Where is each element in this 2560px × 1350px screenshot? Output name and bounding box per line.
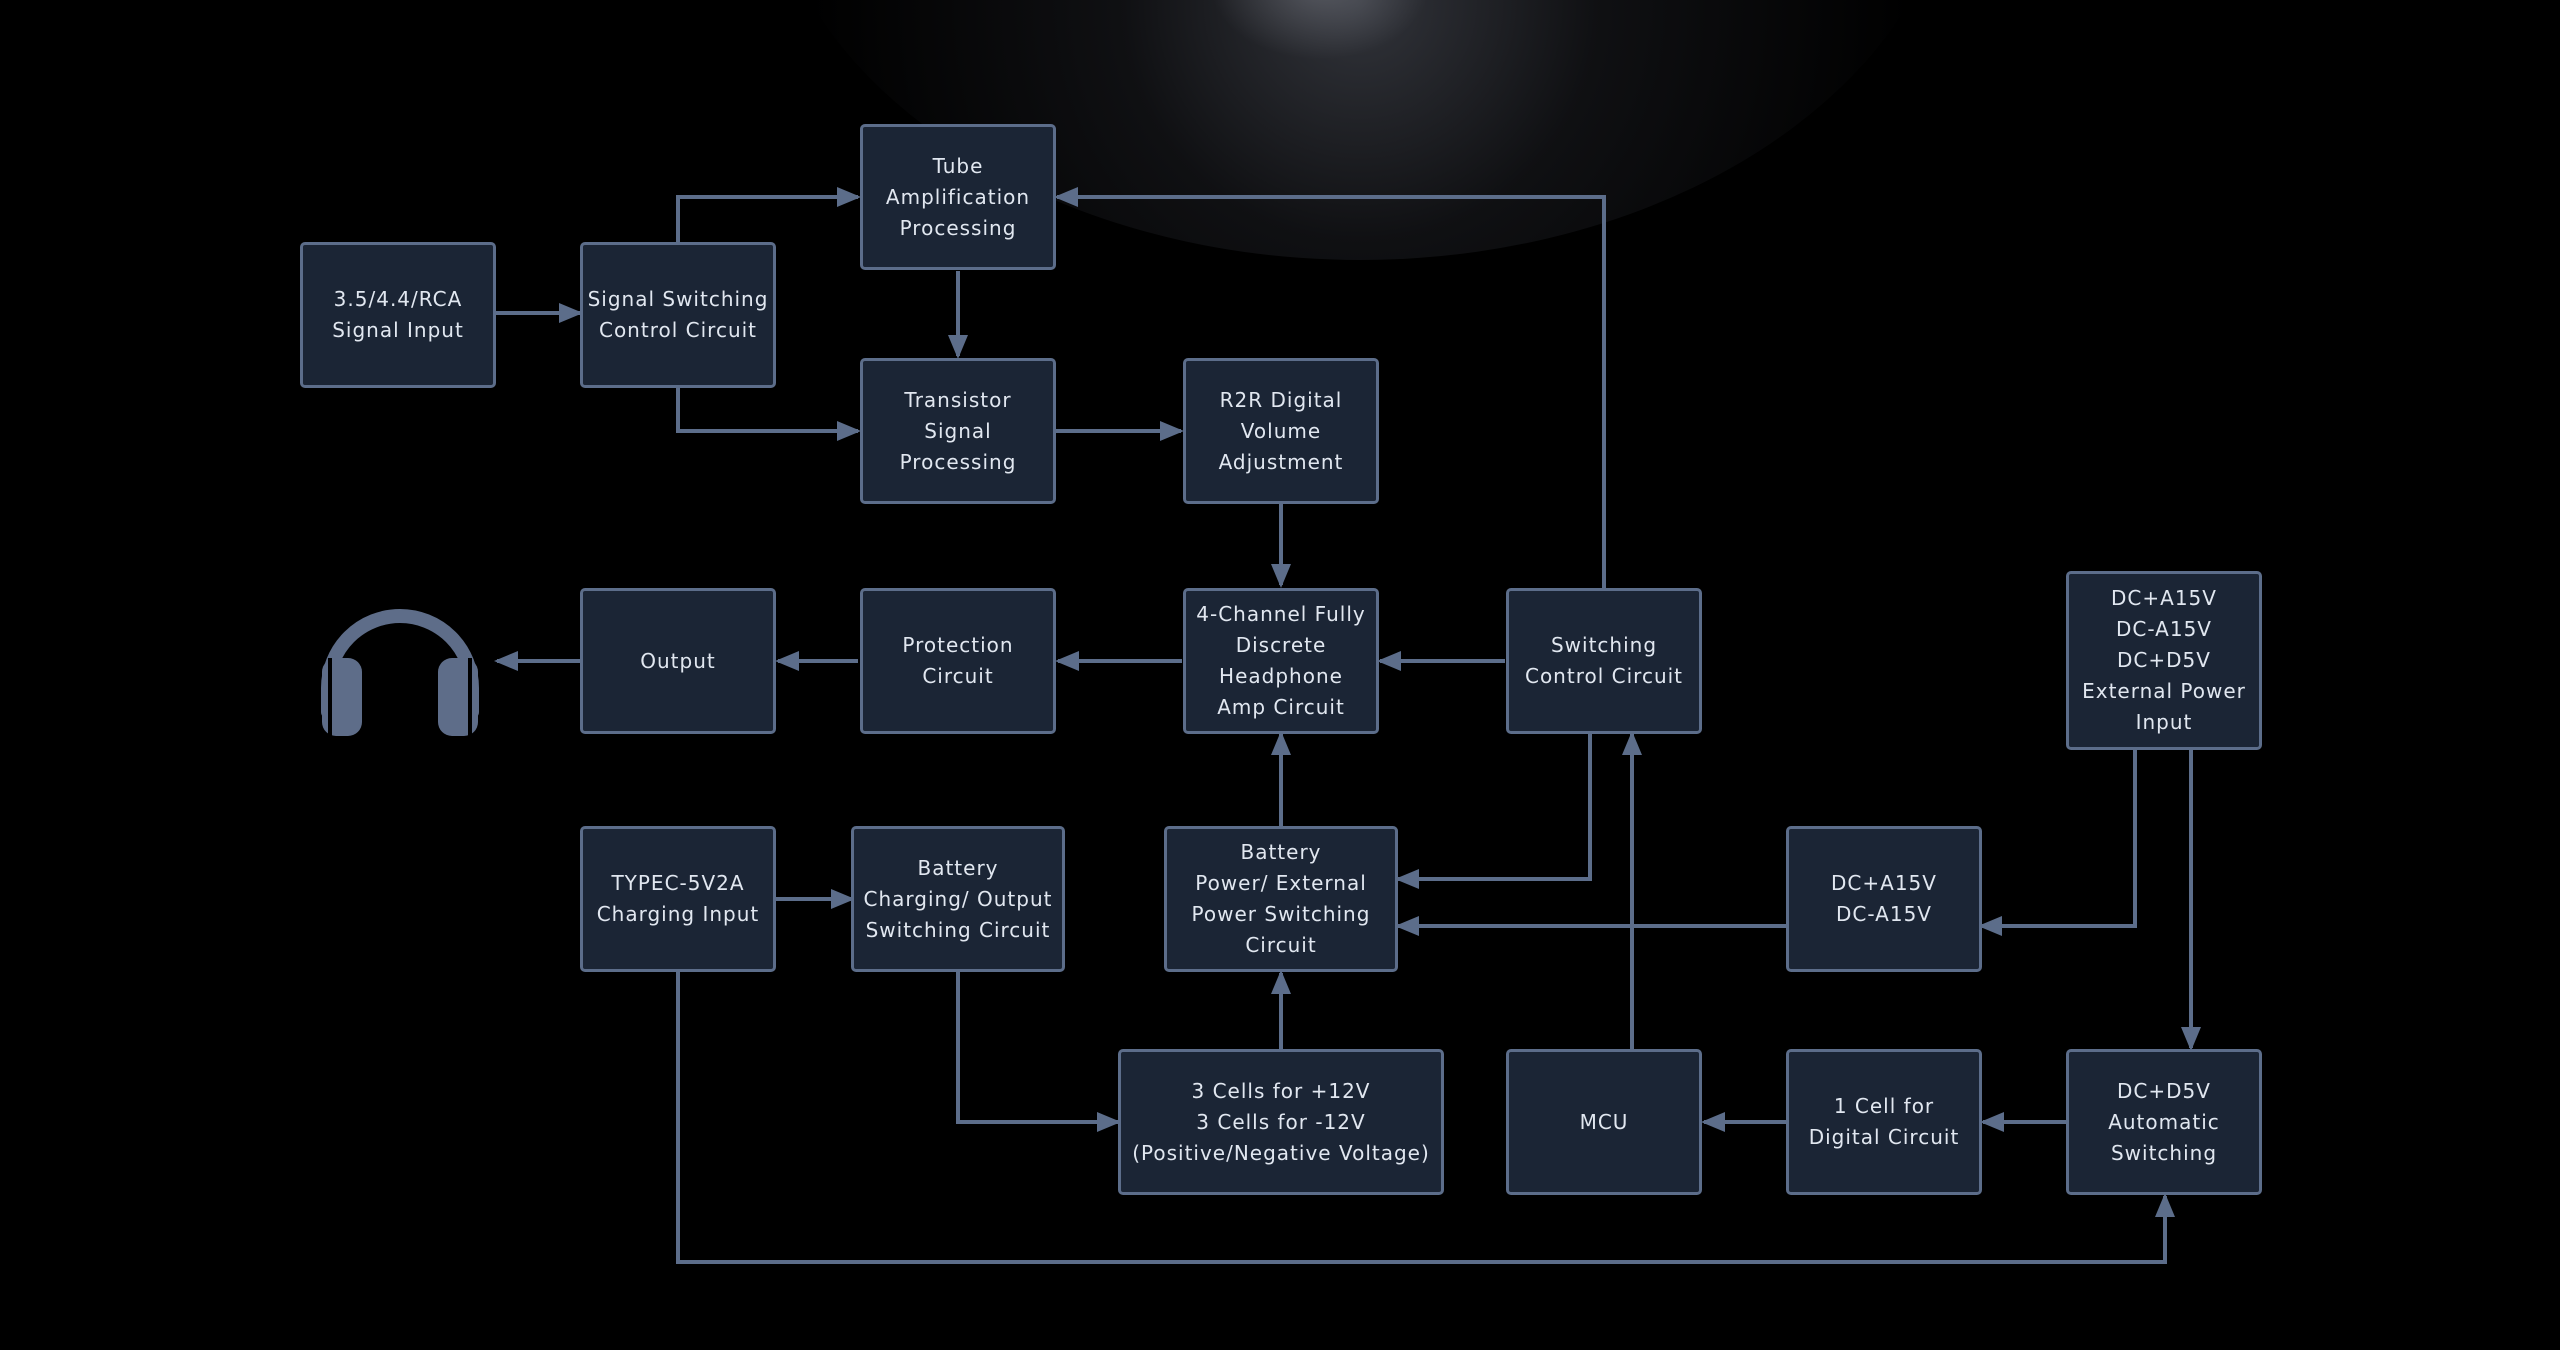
block-label-line: Circuit <box>1245 933 1317 957</box>
block-label-line: DC+A15V <box>2111 586 2217 610</box>
block-label-line: DC-A15V <box>2116 617 2212 641</box>
block-label-line: 3 Cells for -12V <box>1196 1109 1366 1134</box>
block-label-line: DC-A15V <box>1836 902 1932 926</box>
block-label-line: Signal Input <box>332 318 464 342</box>
wire-switching-to-transistor <box>676 387 861 441</box>
block-label-line: Signal <box>924 418 992 443</box>
block-label-line: External Power <box>2082 679 2246 703</box>
block-label-line: 4-Channel Fully <box>1196 602 1366 626</box>
block-label-line: Charging Input <box>596 902 760 926</box>
wire-ext-power-to-dc-a15v <box>1978 748 2137 936</box>
block-label-line: R2R Digital <box>1219 387 1343 412</box>
block-label-line: Processing <box>899 215 1017 240</box>
block-label-line: Switching <box>1550 633 1658 657</box>
block-label-line: Battery <box>917 855 999 880</box>
block-label-line: Volume <box>1240 418 1322 443</box>
dc-a15v-block: DC+A15V DC-A15V <box>1786 826 1982 972</box>
block-label-line: Amp Circuit <box>1217 695 1345 719</box>
block-label-line: 3 Cells for +12V <box>1191 1078 1371 1103</box>
block-label-line: TYPEC-5V2A <box>611 871 745 895</box>
block-label-line: Discrete <box>1235 633 1327 657</box>
battery-cells-block: 3 Cells for +12V 3 Cells for -12V (Positiv… <box>1118 1049 1444 1195</box>
output-block: Output <box>580 588 776 734</box>
mcu-block: MCU <box>1506 1049 1702 1195</box>
block-label-line: DC+D5V <box>2117 1078 2211 1103</box>
block-label-line: Amplification <box>885 184 1031 209</box>
wire-typec-to-d5v-switching <box>676 971 2175 1264</box>
block-label-line: Switching Circuit <box>865 917 1051 942</box>
block-label-line: DC+A15V <box>1831 871 1937 895</box>
block-label-line: Tube <box>932 153 984 178</box>
block-label-line: Digital Circuit <box>1808 1125 1960 1149</box>
block-label-line: 3.5/4.4/RCA <box>333 287 463 311</box>
block-label-line: Power Switching <box>1191 902 1371 926</box>
block-label-line: MCU <box>1579 1109 1629 1134</box>
block-label-line: Charging/ Output <box>863 886 1053 911</box>
wire-control-to-tube <box>1054 187 1606 588</box>
block-label-line: Circuit <box>922 664 994 688</box>
block-label-line: Protection <box>902 633 1014 657</box>
block-label-line: Automatic <box>2108 1109 2220 1134</box>
block-label-line: 1 Cell for <box>1833 1094 1935 1118</box>
headphones-icon <box>321 609 479 736</box>
block-label-line: Adjustment <box>1218 449 1344 474</box>
block-label-line: Power/ External <box>1195 871 1367 895</box>
wire-control-to-power-switching <box>1395 734 1592 889</box>
block-label-line: Processing <box>899 449 1017 474</box>
block-label-line: Control Circuit <box>598 318 758 342</box>
block-label-line: Battery <box>1240 840 1322 864</box>
block-label-line: DC+D5V <box>2117 648 2211 672</box>
block-label-line: Input <box>2135 710 2193 734</box>
block-label-line: Headphone <box>1219 664 1343 688</box>
wire-battery-charging-to-cells <box>956 971 1121 1132</box>
block-label-line: (Positive/Negative Voltage) <box>1132 1140 1430 1165</box>
block-label-line: Switching <box>2110 1140 2218 1165</box>
block-label-line: Transistor <box>904 387 1012 412</box>
block-label-line: Control Circuit <box>1524 664 1684 688</box>
block-label-line: Signal Switching <box>587 287 769 311</box>
block-label-line: Output <box>640 648 716 673</box>
wire-switching-to-tube <box>676 187 861 243</box>
typec-charging-input-block: TYPEC-5V2A Charging Input <box>580 826 776 972</box>
signal-input-block: 3.5/4.4/RCA Signal Input <box>300 242 496 388</box>
